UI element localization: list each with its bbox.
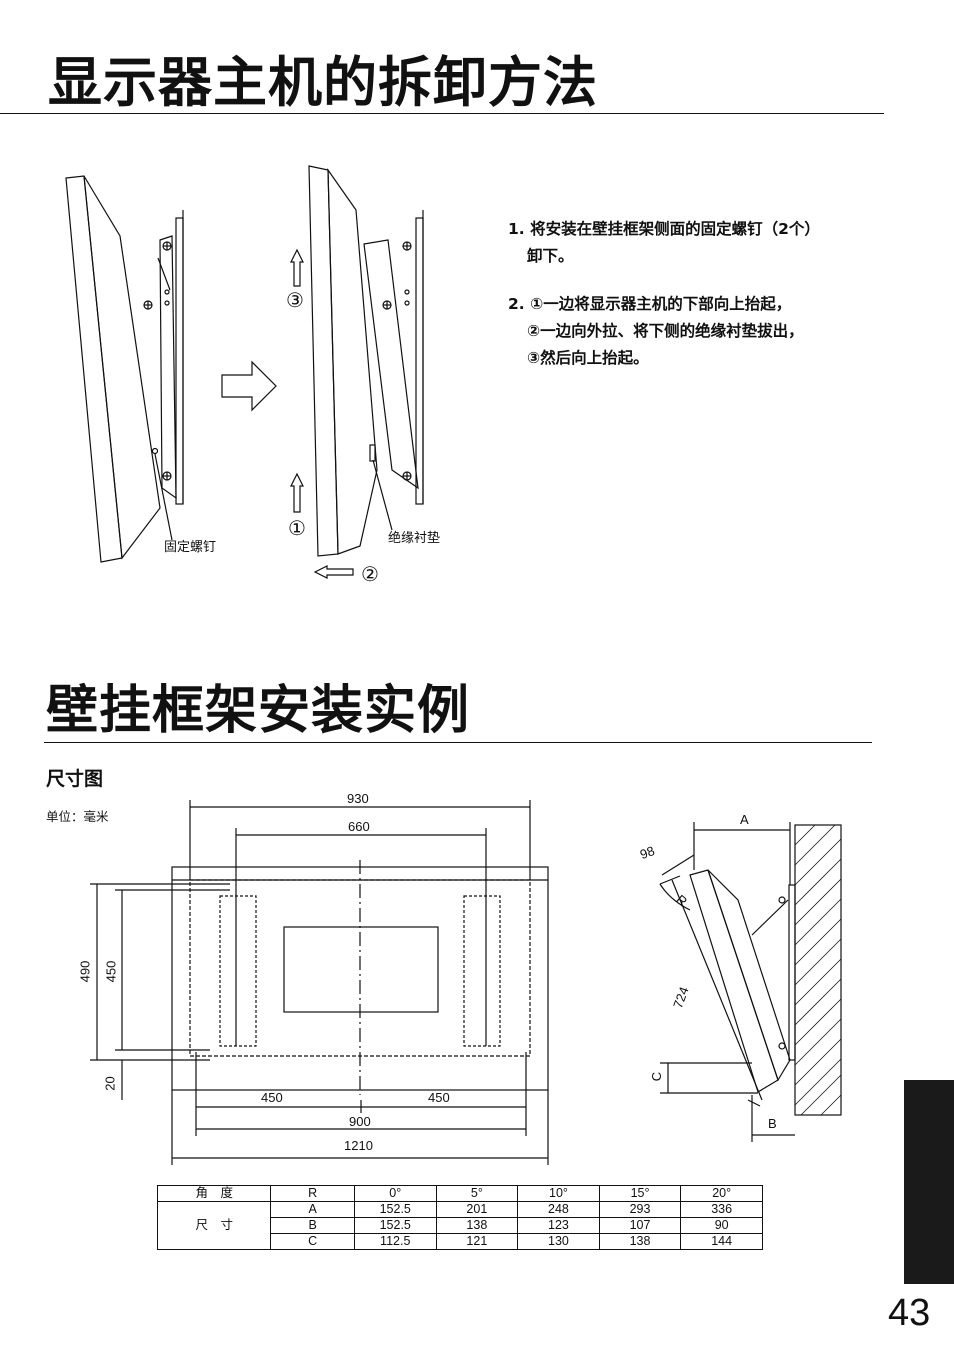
- table-cell: 152.5: [353, 1217, 437, 1234]
- step2-line2: ②一边向外拉、将下侧的绝缘衬垫拔出，: [527, 322, 804, 340]
- table-cell: 138: [598, 1233, 682, 1250]
- table-cell: 90: [680, 1217, 763, 1234]
- dim-C: C: [649, 1071, 665, 1082]
- step1-line2: 卸下。: [527, 247, 574, 265]
- table-cell: 123: [517, 1217, 600, 1234]
- table-group-label: 尺 寸: [156, 1201, 272, 1250]
- table-header-cell: 20°: [680, 1185, 763, 1202]
- table-row: B 152.5 138 123 107 90: [158, 1217, 763, 1234]
- dim-1210: 1210: [344, 1138, 373, 1153]
- table-cell: 121: [435, 1233, 519, 1250]
- table-cell: 144: [680, 1233, 763, 1250]
- step2-line1: 2. ①一边将显示器主机的下部向上抬起，: [508, 295, 792, 313]
- table-header-cell: 角 度: [156, 1185, 272, 1202]
- dim-450-left: 450: [261, 1090, 283, 1105]
- dim-450-right: 450: [428, 1090, 450, 1105]
- unit-label: 单位：毫米: [46, 809, 109, 824]
- right-arrow: [221, 360, 277, 412]
- step2-line3: ③然后向上抬起。: [527, 349, 649, 367]
- table-header-cell: 15°: [598, 1185, 682, 1202]
- dim-930: 930: [347, 791, 369, 806]
- table-header-cell: 0°: [353, 1185, 437, 1202]
- mark-1: ①: [288, 516, 306, 540]
- table-header-cell: 10°: [517, 1185, 600, 1202]
- table-cell: 138: [435, 1217, 519, 1234]
- title-rule-1: [0, 113, 884, 114]
- table-header-row: 角 度 R 0° 5° 10° 15° 20°: [156, 1185, 763, 1202]
- dim-450-vertical: 450: [103, 960, 119, 983]
- figure-mounted-display: [65, 175, 184, 563]
- table-cell: 201: [435, 1201, 519, 1218]
- table-cell: 248: [517, 1201, 600, 1218]
- front-dimension-drawing: [90, 800, 549, 1165]
- dim-490: 490: [77, 960, 93, 983]
- section-tab-marker: [904, 1080, 954, 1284]
- mark-3: ③: [286, 288, 304, 312]
- figure-removing-display: [290, 165, 424, 579]
- section1-title: 显示器主机的拆卸方法: [48, 51, 598, 114]
- table-row: 尺 寸 A 152.5 201 248 293 336: [156, 1201, 763, 1250]
- table-cell: B: [270, 1217, 355, 1234]
- spacer-label: 绝缘衬垫: [388, 531, 441, 546]
- angle-dimension-table: 角 度 R 0° 5° 10° 15° 20° 尺 寸 A 152.5 201 …: [156, 1185, 763, 1250]
- dimension-subhead: 尺寸图: [46, 768, 104, 790]
- table-cell: 336: [680, 1201, 763, 1218]
- table-row: C 112.5 121 130 138 144: [158, 1233, 763, 1250]
- table-cell: 112.5: [353, 1233, 437, 1250]
- dim-20: 20: [102, 1076, 118, 1091]
- dim-A: A: [740, 812, 749, 827]
- table-cell: 293: [598, 1201, 682, 1218]
- table-cell: 130: [517, 1233, 600, 1250]
- dim-B: B: [768, 1116, 777, 1131]
- table-cell: 107: [598, 1217, 682, 1234]
- step1-line1: 1. 将安装在壁挂框架侧面的固定螺钉（2个）: [508, 220, 820, 238]
- page-number: 43: [888, 1292, 931, 1334]
- table-cell: 152.5: [353, 1201, 437, 1218]
- side-dimension-drawing: [659, 822, 842, 1142]
- table-cell: A: [270, 1201, 355, 1218]
- table-cell: C: [270, 1233, 355, 1250]
- table-header-cell: R: [270, 1185, 355, 1202]
- section2-title: 壁挂框架安装实例: [46, 681, 471, 741]
- screw-label: 固定螺钉: [164, 540, 217, 555]
- removal-steps: 1. 将安装在壁挂框架侧面的固定螺钉（2个） 卸下。 2. ①一边将显示器主机的…: [508, 216, 888, 372]
- dim-660: 660: [348, 819, 370, 834]
- mark-2: ②: [361, 562, 379, 586]
- title-rule-2: [44, 742, 872, 743]
- table-header-cell: 5°: [435, 1185, 519, 1202]
- dim-900: 900: [349, 1114, 371, 1129]
